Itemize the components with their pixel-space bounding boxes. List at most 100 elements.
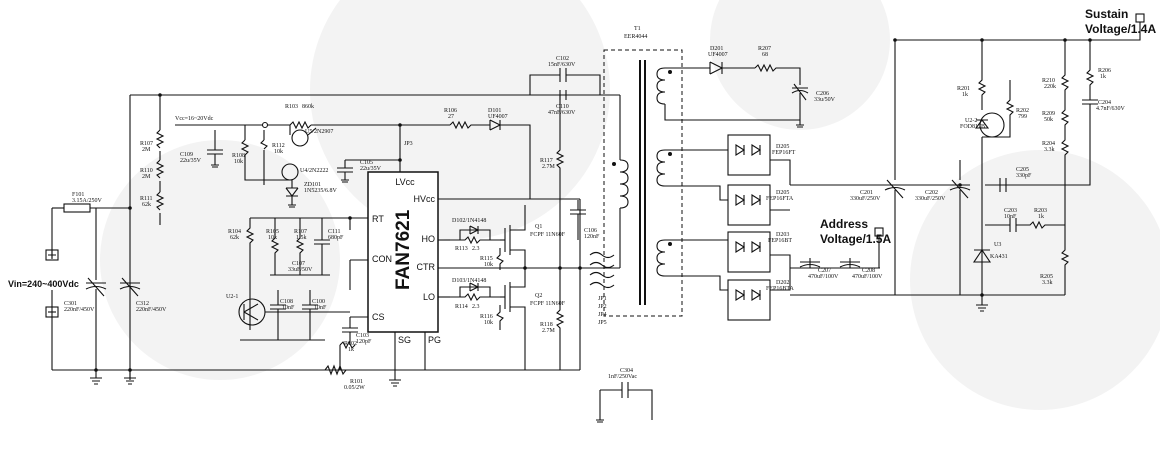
- value-c312: 220nF/450V: [136, 307, 167, 313]
- value-r111: 62k: [142, 202, 151, 208]
- value-d205: FEP16FT: [772, 150, 796, 156]
- label-q2: Q2: [535, 293, 542, 299]
- pin-con: CON: [372, 254, 392, 264]
- label-r111: R111: [140, 196, 153, 202]
- label-r206: R206: [1098, 68, 1111, 74]
- value-r207: 68: [762, 52, 768, 58]
- vcc-in-label: Vcc=16~20Vdc: [175, 116, 214, 122]
- plus-terminal: [45, 249, 59, 261]
- label-r108: R108: [232, 153, 245, 159]
- label-q1: Q1: [535, 224, 542, 230]
- value-d203: FEP16BT: [768, 238, 792, 244]
- value-u2-2: FOD817B: [960, 124, 985, 130]
- value-c304: 1nF/250Vac: [608, 374, 637, 380]
- value-c301: 220nF/450V: [64, 307, 95, 313]
- label-r105: R105: [266, 229, 279, 235]
- value-d202: FEP16BTA: [766, 286, 795, 292]
- input-section: [45, 93, 620, 385]
- label-r207: R207: [758, 46, 771, 52]
- value-c201: 330uF/250V: [850, 196, 881, 202]
- rt-network: [238, 216, 358, 376]
- label-c106: C106: [584, 228, 597, 234]
- label-c108: C108: [280, 299, 293, 305]
- label-c105: C105: [360, 160, 373, 166]
- label-c202: C202: [925, 190, 938, 196]
- transistor-u5: [291, 129, 309, 147]
- value-r206: 1k: [1100, 74, 1106, 80]
- label-zd101: ZD101: [304, 182, 321, 188]
- label-r115: R115: [480, 256, 493, 262]
- value-r107b: 1.5k: [296, 235, 307, 241]
- label-r113: R113: [455, 246, 468, 252]
- pin-lo: LO: [423, 292, 435, 302]
- value-r102: 1k: [348, 347, 354, 353]
- value-r110: 2M: [142, 174, 151, 180]
- label-c208: C208: [862, 268, 875, 274]
- value-c108: 10nF: [282, 305, 295, 311]
- label-c203: C203: [1004, 208, 1017, 214]
- address-voltage-text-line1: Address: [820, 217, 868, 231]
- label-r204: R204: [1042, 141, 1055, 147]
- ic-name: FAN7621: [393, 209, 414, 290]
- label-d202: D202: [776, 280, 789, 286]
- label-r117: R117: [540, 158, 553, 164]
- value-c111: 680pF: [328, 235, 344, 241]
- value-d205b: FEP16FTA: [766, 196, 794, 202]
- value-c103: 120pF: [356, 339, 372, 345]
- pin-ctr: CTR: [417, 262, 436, 272]
- pin-rt: RT: [372, 214, 384, 224]
- value-d201: UF4007: [708, 52, 728, 58]
- value-c109: 22u/35V: [180, 158, 202, 164]
- label-r114: R114: [455, 304, 468, 310]
- label-r118: R118: [540, 322, 553, 328]
- sustain-voltage-label: Sustain Voltage/1.4A: [1085, 7, 1156, 36]
- value-q1: FCPF 11N60F: [530, 232, 566, 238]
- diode-d203: [727, 231, 771, 273]
- label-jp2: JP2: [598, 304, 607, 310]
- pin-cs: CS: [372, 312, 385, 322]
- value-r103: 860k: [302, 104, 314, 110]
- value-d101: UF4007: [488, 114, 508, 120]
- startup-circuit: [175, 120, 450, 208]
- label-r112: R112: [272, 143, 285, 149]
- value-r108: 10k: [234, 159, 243, 165]
- capacitor-c304: [596, 382, 653, 423]
- sustain-terminal: [1135, 13, 1145, 23]
- value-c107: 33uF/50V: [288, 267, 313, 273]
- label-r107: R107: [140, 141, 153, 147]
- label-r104: R104: [228, 229, 241, 235]
- label-r103: R103: [285, 104, 298, 110]
- vin-label: Vin=240~400Vdc: [8, 279, 79, 289]
- pin-lvcc: LVcc: [395, 177, 415, 187]
- label-c109: C109: [180, 152, 193, 158]
- value-t1: EER4044: [624, 34, 647, 40]
- value-r107: 2M: [142, 147, 151, 153]
- value-c204: 4.7nF/630V: [1096, 106, 1126, 112]
- value-r204: 3.3k: [1044, 147, 1055, 153]
- label-r106: R106: [444, 108, 457, 114]
- value-c202: 330uF/250V: [915, 196, 946, 202]
- label-c100: C100: [312, 299, 325, 305]
- pin-ho: HO: [422, 234, 436, 244]
- label-d102: D102/1N4148: [452, 218, 486, 224]
- label-jp3: JP3: [404, 141, 413, 147]
- value-r106: 27: [448, 114, 454, 120]
- label-r116: R116: [480, 314, 493, 320]
- ic-fan7621: FAN7621 LVcc HVcc RT HO CON CTR LO CS SG…: [350, 170, 580, 387]
- value-u3: KA431: [990, 254, 1008, 260]
- value-r101: 0.05/2W: [344, 385, 365, 391]
- label-c204: C204: [1098, 100, 1111, 106]
- diode-d202: [727, 279, 771, 321]
- label-c205: C205: [1016, 167, 1029, 173]
- transformer-t1: [603, 49, 800, 317]
- pin-sg: SG: [398, 335, 411, 345]
- label-r210: R210: [1042, 78, 1055, 84]
- label-u2-1: U2-1: [226, 294, 238, 300]
- label-c107: C107: [292, 261, 305, 267]
- label-jp1: JP1: [598, 296, 607, 302]
- label-r102: R102: [344, 341, 357, 347]
- value-r112: 10k: [274, 149, 283, 155]
- label-r101: R101: [350, 379, 363, 385]
